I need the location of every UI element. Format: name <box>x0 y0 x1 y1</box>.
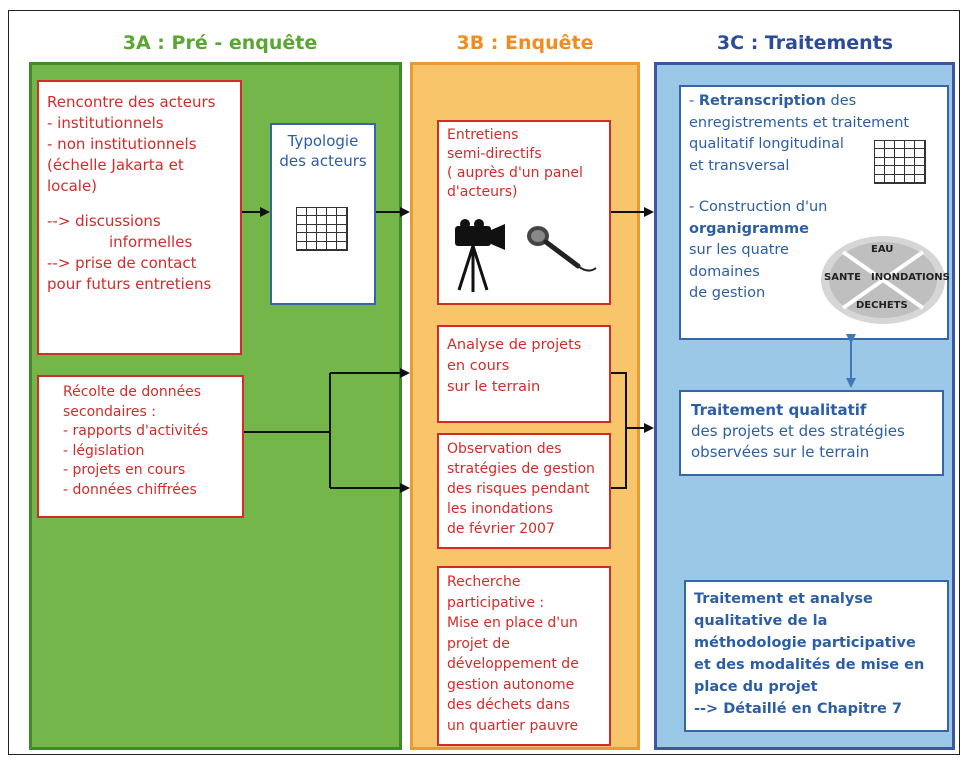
text-line: - institutionnels <box>47 114 164 132</box>
text-bold: Retranscription <box>698 93 826 109</box>
text-line: (échelle Jakarta et <box>47 156 184 174</box>
diagram-label-dechets: DECHETS <box>856 300 908 311</box>
text-line: - données chiffrées <box>63 481 197 498</box>
column-title-3c: 3C : Traitements <box>716 32 894 54</box>
diagram-label-eau: EAU <box>871 244 894 255</box>
text-line: Recherche <box>447 574 521 590</box>
text-line: et des modalités de mise en <box>694 657 925 673</box>
text-line: Récolte de données <box>63 384 202 400</box>
text-line: de gestion <box>689 285 766 301</box>
microphone-icon <box>527 226 597 272</box>
column-title-3a: 3A : Pré - enquête <box>122 32 318 54</box>
text-line: secondaires : <box>63 403 156 420</box>
box-recolte-donnees: Récolte de données secondaires : - rappo… <box>37 375 244 518</box>
text-line: - Construction d'un <box>689 199 828 215</box>
text-line: en cours <box>447 358 510 374</box>
text-line: gestion autonome <box>447 676 575 693</box>
text-line: Entretiens <box>447 127 519 143</box>
text-bold: Traitement qualitatif <box>691 401 867 419</box>
column-title-3b: 3B : Enquête <box>456 32 594 54</box>
text-line: stratégies de gestion <box>447 461 595 477</box>
text-fragment: - <box>689 93 699 109</box>
text-line: place du projet <box>694 679 818 695</box>
text-line: les inondations <box>447 501 554 517</box>
text-line: Rencontre des acteurs <box>47 93 216 111</box>
text-line: sur le terrain <box>447 379 541 395</box>
text-line: et transversal <box>689 157 790 174</box>
text-line: locale) <box>47 177 98 195</box>
text-line: - Retranscription des <box>689 91 939 113</box>
text-line: domaines <box>689 263 760 280</box>
video-camera-icon <box>455 219 505 292</box>
text-line: pour futurs entretiens <box>47 275 212 293</box>
text-line: - projets en cours <box>63 462 186 478</box>
text-line: Observation des <box>447 441 562 457</box>
text-line: Analyse de projets <box>447 337 582 353</box>
text-line: ( auprès d'un panel <box>447 165 583 181</box>
text-line: projet de <box>447 635 510 652</box>
text-line: --> discussions <box>47 212 161 230</box>
text-line: qualitatif longitudinal <box>689 136 844 152</box>
box-analyse-projets: Analyse de projets en cours sur le terra… <box>437 325 611 423</box>
text-line: des déchets dans <box>447 697 570 713</box>
text-line: semi-directifs <box>447 146 542 162</box>
box-recherche-participative: Recherche participative : Mise en place … <box>437 566 611 746</box>
text-line: enregistrements et traitement <box>689 114 910 131</box>
text-line: - rapports d'activités <box>63 423 209 439</box>
text-line: méthodologie participative <box>694 635 916 651</box>
text-line: des risques pendant <box>447 481 590 497</box>
text-bold: organigramme <box>689 220 809 237</box>
text-line: participative : <box>447 594 545 611</box>
text-line: Traitement et analyse <box>694 591 873 607</box>
box-rencontre-acteurs: Rencontre des acteurs - institutionnels … <box>37 80 242 355</box>
text-line: --> prise de contact <box>47 254 197 272</box>
text-line: de février 2007 <box>447 521 555 537</box>
text-line: qualitative de la <box>694 613 828 629</box>
text-line: des projets et des stratégies <box>691 422 905 440</box>
diagram-label-inondations: INONDATIONS <box>871 272 950 283</box>
text-line: --> Détaillé en Chapitre 7 <box>694 701 902 717</box>
typology-line: des acteurs <box>279 152 367 170</box>
text-line: développement de <box>447 656 579 672</box>
text-line: informelles <box>109 233 193 251</box>
text-line: Mise en place d'un <box>447 615 578 631</box>
table-grid-icon <box>874 140 926 184</box>
text-line: sur les quatre <box>689 242 789 258</box>
box-observation-strategies: Observation des stratégies de gestion de… <box>437 433 611 549</box>
diagram-label-sante: SANTE <box>824 272 861 283</box>
table-grid-icon <box>296 207 348 251</box>
management-domains-diagram <box>821 236 945 324</box>
text-line: observées sur le terrain <box>691 443 870 461</box>
typology-line: Typologie <box>287 132 359 150</box>
text-line: un quartier pauvre <box>447 717 579 734</box>
text-line: d'acteurs) <box>447 184 518 200</box>
text-fragment: des <box>825 93 857 109</box>
box-traitement-analyse-participative: Traitement et analyse qualitative de la … <box>684 580 949 732</box>
text-line: - législation <box>63 442 145 459</box>
text-line: - non institutionnels <box>47 135 197 153</box>
box-traitement-qualitatif: Traitement qualitatif des projets et des… <box>679 390 944 476</box>
box-entretiens: Entretiens semi-directifs ( auprès d'un … <box>437 120 611 305</box>
